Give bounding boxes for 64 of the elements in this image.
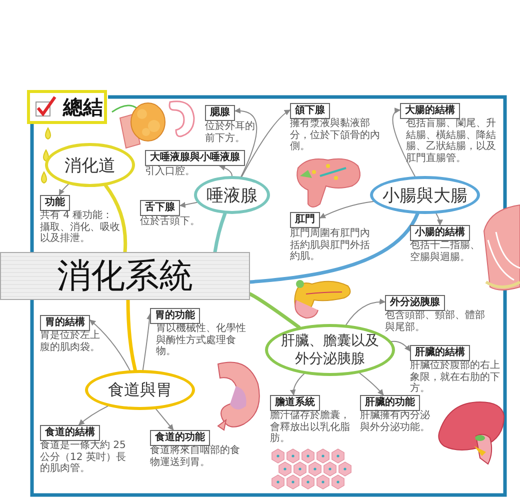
heading-label: 小腸的結構 (410, 225, 470, 241)
topic-label: 小腸與大腸 (382, 184, 468, 206)
main-topic-banner: 消化系統 (0, 252, 250, 300)
heading-label: 舌下腺 (140, 200, 180, 216)
description-text: 肝臟擁有內分泌與外分泌功能。 (360, 410, 430, 433)
connector-line (213, 212, 227, 254)
topic-label: 肝臟、膽囊以及外分泌胰腺 (280, 332, 380, 368)
description-text: 包括盲腸、闌尾、升結腸、橫結腸、降結腸、乙狀結腸，以及肛門直腸管。 (406, 118, 497, 164)
description-text: 胃以機械性、化學性與酶性方式處理食物。 (156, 323, 246, 358)
arrow (392, 108, 416, 177)
topic-label: 唾液腺 (206, 184, 258, 206)
description-text: 引入口腔。 (145, 166, 196, 178)
topic-label: 食道與胃 (108, 380, 172, 400)
heading-label: 外分泌胰腺 (385, 295, 445, 311)
arrow (58, 184, 69, 196)
description-text: 膽汁儲存於膽囊，會釋放出以乳化脂肪。 (270, 410, 350, 444)
title: 總結 (63, 94, 103, 120)
heading-label: 腮腺 (205, 105, 235, 121)
topic-oval (194, 176, 270, 214)
heading-label: 食道的功能 (150, 430, 210, 446)
topic-label: 消化道 (64, 154, 116, 176)
description-text: 肝臟位於腹部的右上象限，就在右肋的下方。 (410, 360, 500, 394)
description-text: 肛門周圍有肛門內括約肌與肛門外括約肌。 (290, 228, 370, 262)
description-text: 擁有漿液與黏液部分，位於下頜骨的內側。 (290, 118, 380, 152)
topic-oval (45, 143, 135, 187)
heading-label: 食道的結構 (40, 425, 100, 441)
heading-label: 肝臟的功能 (360, 395, 420, 411)
heading-label: 膽道系統 (270, 395, 320, 411)
arrow (142, 313, 152, 370)
heading-label: 胃的功能 (150, 308, 200, 324)
arrow (234, 108, 258, 178)
connector-line (248, 292, 301, 329)
description-text: 位於外耳的前下方。 (205, 121, 255, 144)
description-text: 包含頭部、頸部、體部與尾部。 (385, 310, 485, 333)
description-text: 位於舌頭下。 (140, 216, 201, 228)
arrow (390, 340, 410, 352)
arrow (319, 201, 374, 218)
arrow (219, 164, 232, 176)
topic-oval (370, 176, 480, 214)
heading-label: 大唾液腺與小唾液腺 (145, 150, 245, 166)
description-text: 食道將來自咽部的食物運送到胃。 (150, 445, 240, 468)
arrow (90, 320, 130, 371)
description-text: 胃是位於左上腹的肌肉袋。 (40, 330, 100, 353)
description-text: 包括十二指腸、空腸與迴腸。 (410, 240, 480, 263)
connector-line (248, 212, 420, 284)
heading-label: 胃的結構 (40, 315, 90, 331)
arrow (436, 213, 443, 226)
arrow (346, 298, 386, 326)
heading-label: 肛門 (290, 212, 320, 228)
heading-label: 功能 (40, 195, 70, 211)
arrow (359, 372, 384, 396)
arrow (78, 406, 108, 426)
arrow (156, 408, 174, 430)
arrow (241, 110, 290, 178)
description-text: 食道是一條大約 25 公分（12 英吋）長的肌肉管。 (40, 440, 127, 474)
heading-label: 頜下腺 (290, 103, 330, 119)
heading-label: 肝臟的結構 (410, 345, 470, 361)
arrow (179, 202, 198, 208)
heading-label: 大腸的結構 (400, 103, 460, 119)
connector-line (126, 298, 137, 372)
connector-line (104, 184, 128, 254)
description-text: 共有 4 種功能：攝取、消化、吸收以及排泄。 (40, 210, 120, 244)
arrow (290, 373, 305, 396)
topic-oval (85, 370, 195, 410)
